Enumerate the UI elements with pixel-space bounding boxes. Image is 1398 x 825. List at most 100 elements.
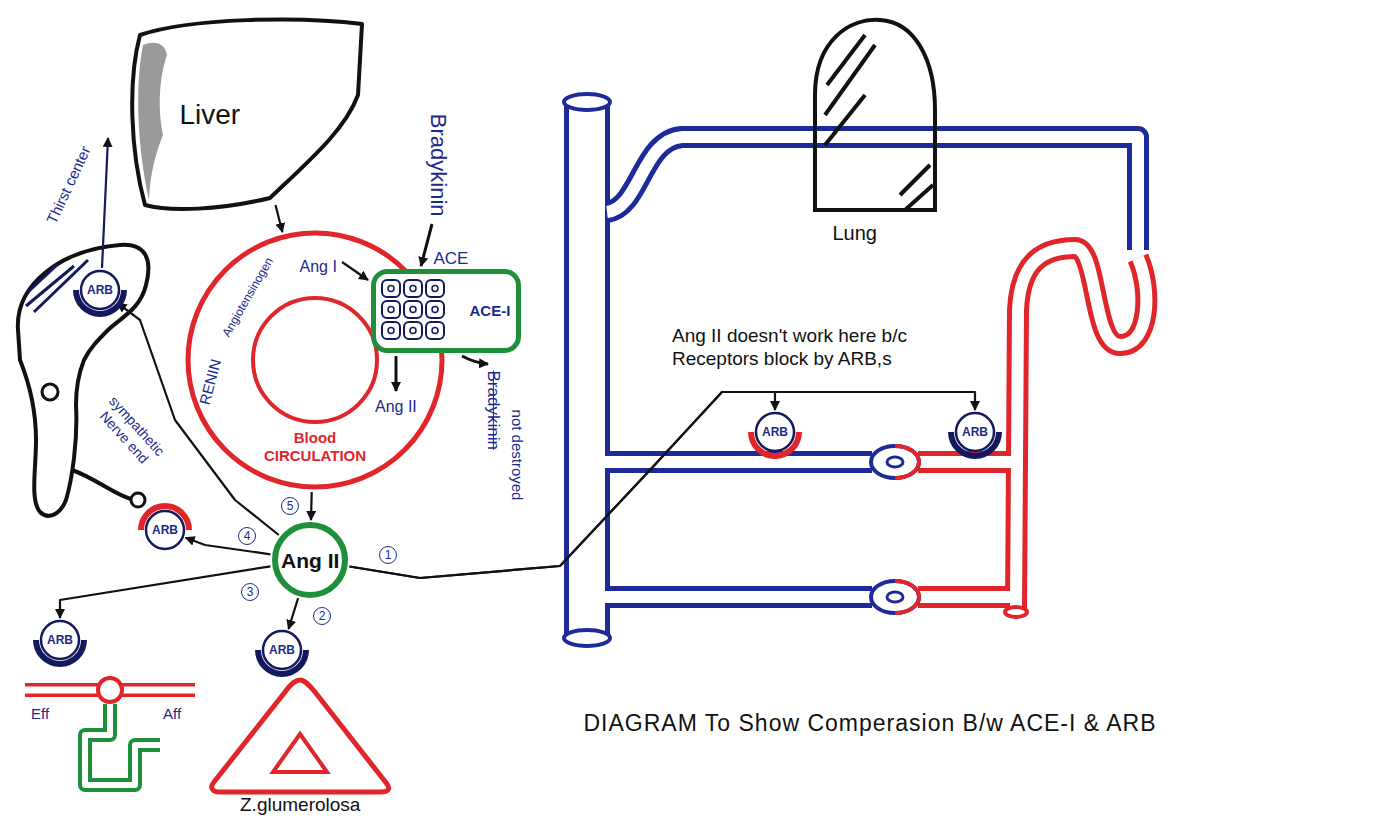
glomeruli-part: [887, 457, 903, 467]
lung-shading-part: [827, 35, 865, 85]
endothelial-cells-part: [388, 286, 394, 292]
pathway-arrows-part: [342, 262, 368, 280]
endothelial-cells-part: [410, 286, 416, 292]
sympathetic-nerve-part: [72, 470, 131, 499]
callout-number: 1: [379, 546, 397, 564]
arb-receptor-circle: ARB: [145, 510, 185, 550]
angiotensin-hub-circle: Ang II: [272, 522, 348, 598]
nerve-label: sympathetic Nerve end: [86, 385, 175, 478]
zona-glomerulosa: Z.glumerolosa: [205, 672, 395, 820]
brain-part: [18, 245, 149, 516]
liver-organ-outline-part: [132, 19, 362, 209]
vessel-lumens-part: [600, 591, 872, 603]
arb-receptor-circle-text: ARB: [152, 523, 178, 537]
liver-organ-outline: [135, 15, 367, 203]
ace-enzyme-box-text: ACE-I: [470, 302, 511, 320]
vessel-lumens-part: [600, 456, 872, 468]
vessel-outlines-part: [564, 102, 610, 638]
vessel-outlines-part: [607, 137, 1138, 250]
note-label: not destroyed: [508, 410, 526, 501]
pathway-arrows-part: [102, 138, 108, 268]
endothelial-cells-part: [404, 280, 422, 297]
vessel-ends-part: [564, 630, 610, 646]
peptide-label: Ang II: [375, 397, 417, 416]
callout-number: 5: [281, 497, 299, 515]
arb-receptor-circle-outline-part: [41, 621, 79, 659]
brain-shading-part: [28, 264, 58, 292]
sympathetic-nerve: [72, 470, 145, 507]
liver-organ-text: Liver: [180, 98, 241, 132]
lung-organ-text: Lung: [833, 221, 878, 245]
vessel-ends-part: [98, 678, 122, 702]
arb-receptor-circle: ARB: [262, 630, 302, 670]
vessel-ends-part: [564, 94, 610, 110]
enzyme-label: RENIN: [195, 357, 224, 407]
arb-receptor-circle: ARB: [40, 620, 80, 660]
brain-part: [42, 384, 58, 400]
lung-shading-part: [825, 45, 875, 115]
vessel-lumens-part: [569, 102, 605, 638]
arb-receptor-circle-outline-part: [81, 271, 119, 309]
callout-number: 4: [238, 527, 256, 545]
connector-arrow: [310, 492, 313, 520]
arb-receptor-circle-outline-part: [756, 413, 794, 451]
endothelial-cells-part: [404, 301, 422, 318]
ace-enzyme-box: ACEACE-I: [372, 270, 520, 352]
blood-circulation-ring-text: Blood CIRCULATION: [248, 429, 383, 465]
endothelial-cells-part: [432, 307, 438, 313]
endothelial-cells-part: [432, 286, 438, 292]
endothelial-cells: [382, 280, 444, 339]
arb-receptor-circle-outline-part: [146, 511, 184, 549]
connector-arrow: [186, 538, 271, 555]
glomeruli: [871, 446, 919, 613]
annotation-note: Ang II doesn't work here b/c Receptors b…: [672, 325, 992, 371]
endothelial-cells-part: [382, 322, 400, 339]
lung-shading-part: [905, 185, 933, 210]
vessel-lumens-part: [1016, 248, 1146, 610]
liver-organ: Liver: [135, 15, 367, 203]
zona-glomerulosa-outline-part: [212, 680, 389, 792]
ace-enzyme-box-outline-part: [374, 272, 519, 351]
endothelial-cells-part: [432, 328, 438, 334]
glomeruli-part: [887, 592, 903, 602]
endothelial-cells-part: [404, 322, 422, 339]
endothelial-cells-part: [382, 301, 400, 318]
vessel-outlines-part: [1016, 248, 1146, 610]
diagram-caption: DIAGRAM To Show Comperasion B/w ACE-I & …: [584, 710, 1157, 738]
arb-receptor-circle: ARB: [80, 270, 120, 310]
glomeruli-part: [871, 446, 919, 478]
arb-receptor-circle-outline-part: [263, 631, 301, 669]
lung-shading-part: [825, 95, 865, 145]
sympathetic-nerve-part: [131, 493, 145, 507]
arb-receptor-circle: ARB: [955, 412, 995, 452]
region-label: Thirst center: [42, 143, 94, 226]
endothelial-cells-part: [410, 328, 416, 334]
pathway-arrows-part: [462, 356, 488, 364]
arteriole-label: Aff: [163, 705, 181, 723]
connector-arrow: [350, 392, 776, 578]
arb-receptor-circle-text: ARB: [47, 633, 73, 647]
endothelial-cells-part: [426, 301, 444, 318]
vessel-lumens-part: [918, 591, 1016, 603]
vessel-outlines-part: [918, 586, 1016, 608]
pathway-arrows-part: [395, 356, 398, 391]
endothelial-cells-part: [382, 280, 400, 297]
crossed-peptide-label: Bradykinin: [482, 371, 502, 450]
pathway-arrows-part: [421, 224, 432, 266]
vessel-lumens-part: [85, 704, 160, 785]
angiotensin-hub-circle-text: Ang II: [281, 548, 339, 573]
peptide-label: Bradykinin: [424, 114, 450, 217]
callout-number: 3: [241, 583, 259, 601]
arb-receptor-circle-text: ARB: [269, 643, 295, 657]
lung-organ-outline-part: [815, 20, 935, 210]
endothelial-cells-part: [426, 322, 444, 339]
liver-organ-outline-part: [138, 43, 167, 200]
arb-receptor-circle: ARB: [755, 412, 795, 452]
endothelial-cells-part: [426, 280, 444, 297]
brain-shading-part: [26, 266, 74, 306]
brain: [18, 245, 149, 516]
endothelial-cells-part: [388, 328, 394, 334]
vessel-lumens-part: [607, 137, 1138, 250]
connector-arrow: [289, 598, 299, 629]
